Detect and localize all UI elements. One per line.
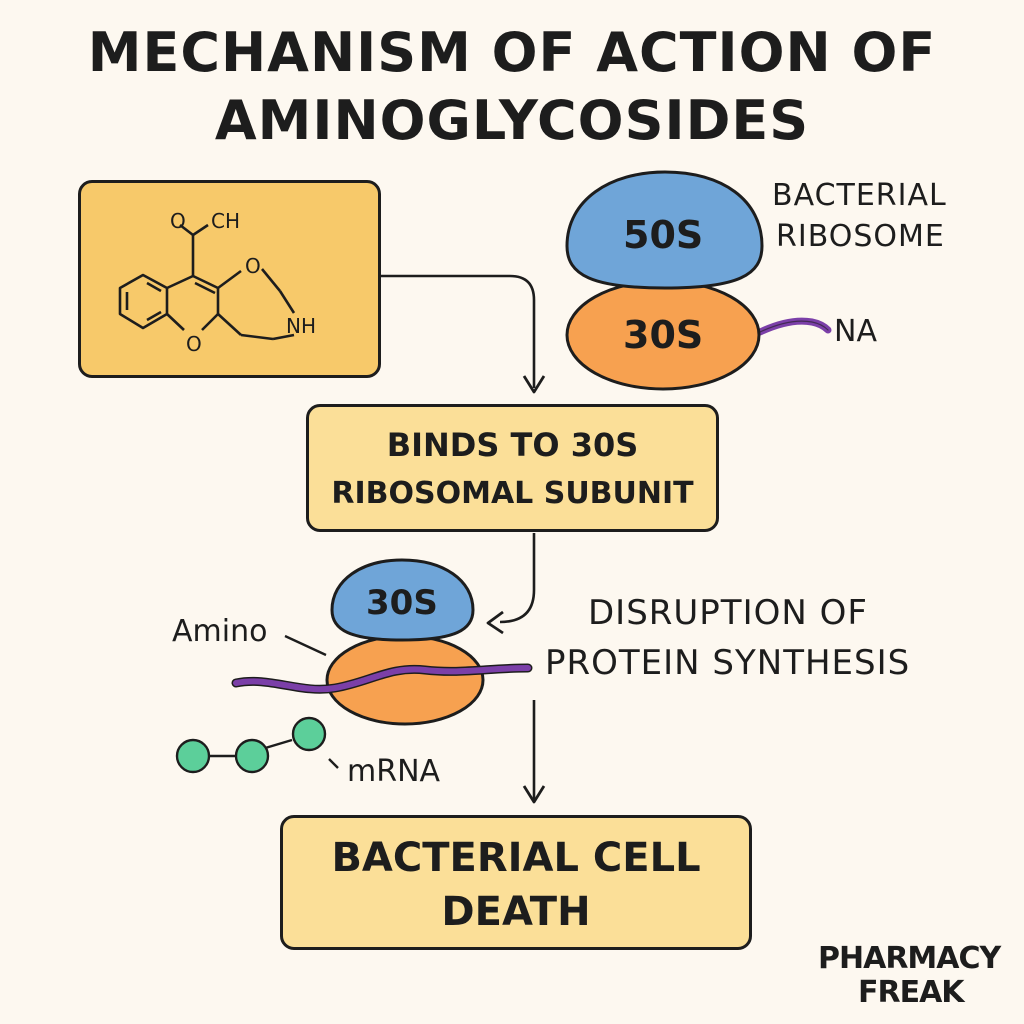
arrowhead-3: [522, 785, 546, 804]
oxazine-o-label: O: [245, 254, 261, 278]
ribosome-title-line-1: BACTERIAL: [772, 178, 947, 213]
amino-acid-chain: [175, 716, 327, 774]
page-title-line-1: MECHANISM OF ACTION OF: [87, 21, 937, 84]
amino-connector: [284, 634, 327, 657]
disruption-line-1: DISRUPTION OF: [588, 593, 868, 633]
ch-label: CH: [211, 209, 241, 233]
amino-label: Amino: [172, 614, 268, 649]
binding-step-line-2: RIBOSOMAL SUBUNIT: [331, 476, 694, 511]
ribosome-title-line-2: RIBOSOME: [776, 219, 945, 254]
page-title-line-2: AMINOGLYCOSIDES: [214, 89, 810, 152]
cell-death-line-1: BACTERIAL CELL: [331, 835, 701, 881]
complex-top-subunit-shape: [330, 558, 475, 642]
arrow-molecule-to-binding: [381, 274, 536, 388]
binding-step-line-1: BINDS TO 30S: [386, 426, 639, 464]
small-subunit-label: 30S: [623, 313, 704, 357]
binding-step-box: BINDS TO 30S RIBOSOMAL SUBUNIT: [306, 404, 719, 532]
mrna-strand-fill: [233, 665, 531, 693]
mrna-label: mRNA: [347, 754, 441, 789]
ribosome-strand-outline: [759, 320, 829, 333]
arrowhead-2: [486, 610, 504, 635]
complex-subunit-label: 30S: [366, 583, 438, 623]
cell-death-line-2: DEATH: [441, 889, 591, 935]
aminoglycoside-structure-icon: [118, 223, 296, 341]
mrna-connector: [328, 758, 339, 769]
disruption-line-2: PROTEIN SYNTHESIS: [545, 643, 911, 683]
brand-line-1: PHARMACY: [818, 941, 1001, 976]
strand-label: NA: [834, 314, 877, 349]
arrowhead-1: [522, 375, 546, 394]
ring-o-label: O: [186, 332, 202, 356]
large-subunit-label: 50S: [623, 213, 704, 257]
arrow-binding-to-complex: [499, 533, 536, 624]
molecule-box: O CH O O NH: [78, 180, 381, 378]
nh-label: NH: [286, 314, 316, 338]
brand-line-2: FREAK: [858, 975, 965, 1010]
large-subunit-shape: [565, 170, 764, 290]
carbonyl-o-label: O: [170, 209, 186, 233]
ribosome-strand: [756, 317, 832, 336]
cell-death-box: BACTERIAL CELL DEATH: [280, 815, 752, 950]
